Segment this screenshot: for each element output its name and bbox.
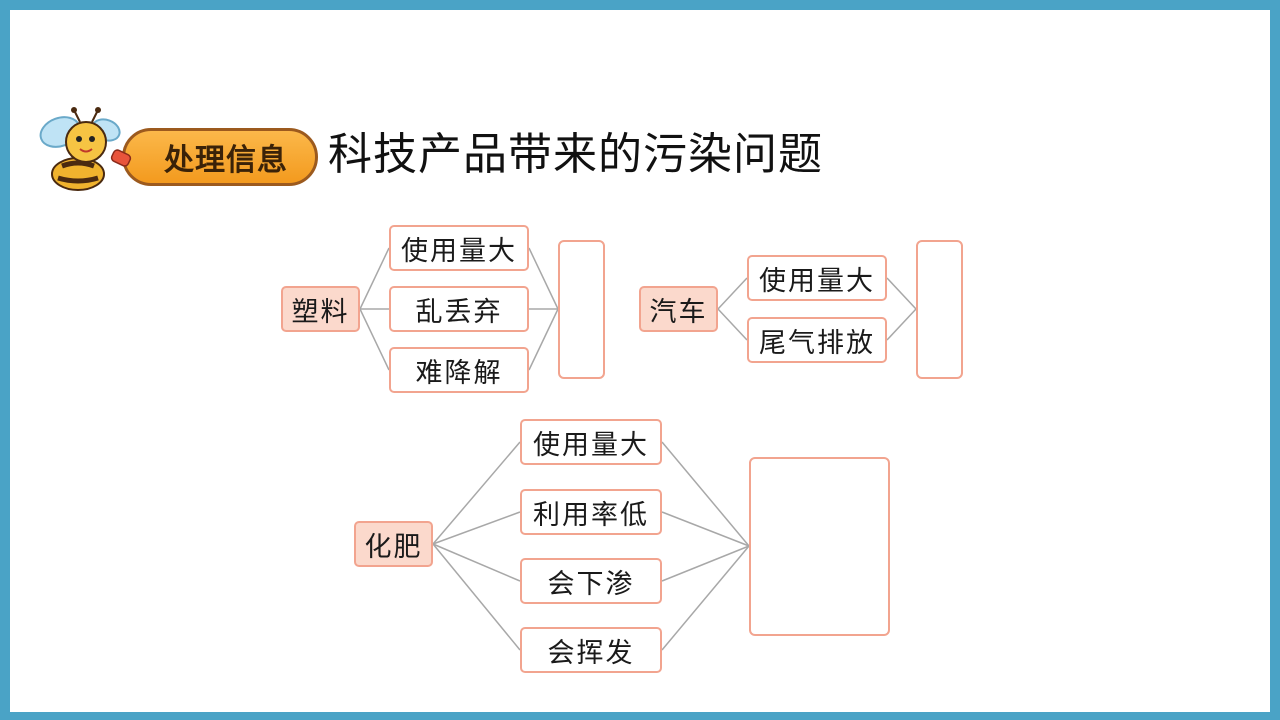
category-fertilizer: 化肥 — [354, 521, 433, 567]
category-car: 汽车 — [639, 286, 718, 332]
car-cause-2: 尾气排放 — [747, 317, 887, 363]
fertilizer-cause-1: 使用量大 — [520, 419, 662, 465]
connector-fertilizer-cause-1 — [432, 441, 521, 545]
connector-fertilizer-cause-3 — [432, 543, 521, 582]
fertilizer-cause-4: 会挥发 — [520, 627, 662, 673]
connector-car-answer-1 — [886, 277, 917, 310]
plastic-cause-3: 难降解 — [389, 347, 529, 393]
connector-fertilizer-answer-1 — [661, 441, 750, 547]
connector-car-answer-2 — [886, 308, 917, 341]
connector-plastic-cause-3 — [359, 308, 390, 371]
fertilizer-cause-3: 会下渗 — [520, 558, 662, 604]
plastic-cause-2: 乱丢弃 — [389, 286, 529, 332]
connector-fertilizer-cause-4 — [432, 543, 521, 651]
category-plastic: 塑料 — [281, 286, 360, 332]
fertilizer-answer-box[interactable] — [749, 457, 890, 636]
connector-car-cause-1 — [717, 277, 748, 310]
connector-plastic-answer-3 — [528, 308, 559, 371]
connector-fertilizer-cause-2 — [432, 511, 521, 545]
car-answer-box[interactable] — [916, 240, 963, 379]
connector-fertilizer-answer-4 — [661, 545, 750, 651]
connector-fertilizer-answer-3 — [661, 545, 750, 582]
section-badge-label: 处理信息 — [164, 143, 288, 178]
car-cause-1: 使用量大 — [747, 255, 887, 301]
connector-fertilizer-answer-2 — [661, 511, 750, 547]
connector-plastic-answer-1 — [528, 247, 559, 310]
connector-plastic-cause-1 — [359, 247, 390, 310]
bee-mascot-icon — [39, 107, 132, 191]
section-badge: 处理信息 — [122, 128, 318, 186]
plastic-cause-1: 使用量大 — [389, 225, 529, 271]
plastic-answer-box[interactable] — [558, 240, 605, 379]
page-title: 科技产品带来的污染问题 — [328, 129, 823, 180]
connector-car-cause-2 — [717, 308, 748, 341]
fertilizer-cause-2: 利用率低 — [520, 489, 662, 535]
